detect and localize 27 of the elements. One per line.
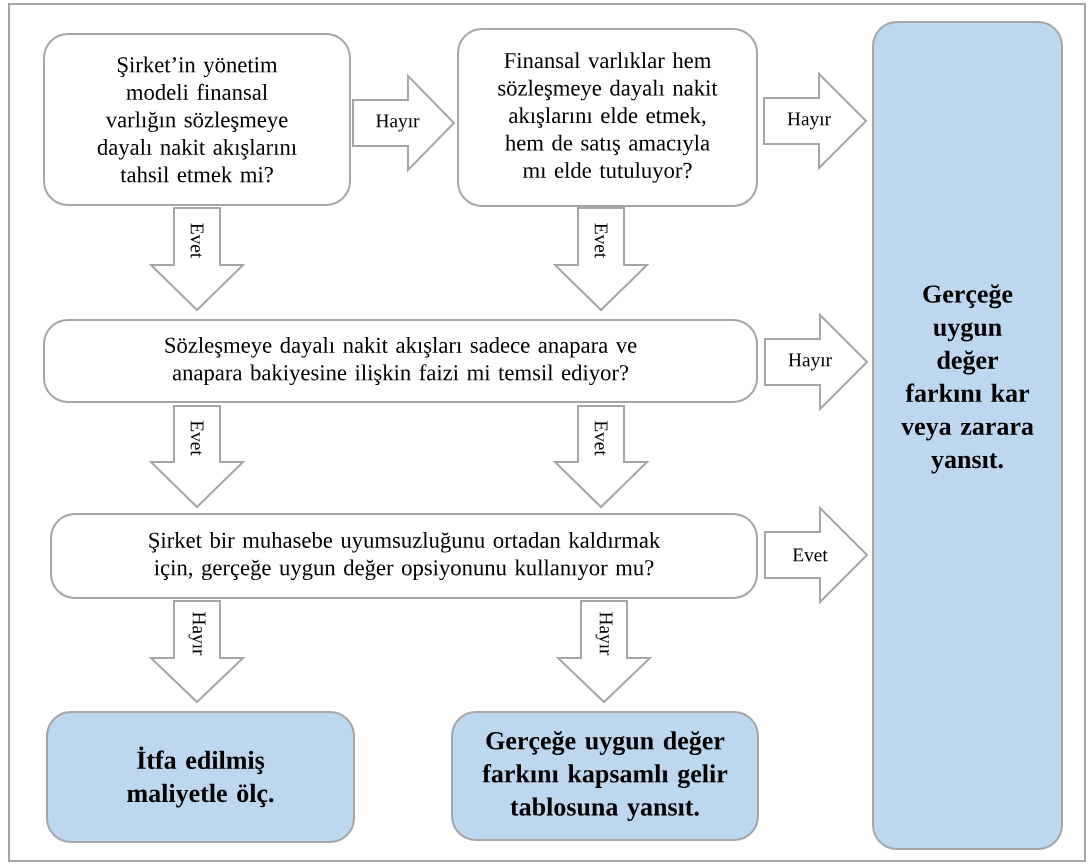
edge-label: Evet bbox=[190, 223, 204, 259]
edge-label: Evet bbox=[594, 420, 608, 456]
block-arrow bbox=[352, 73, 456, 173]
block-arrow bbox=[555, 600, 653, 704]
block-arrow bbox=[764, 505, 869, 605]
block-arrow bbox=[148, 600, 246, 704]
question-box: Finansal varlıklar hem sözleşmeye dayalı nakit akışlarını elde etmek, hem de satış amacıyla mı elde tutuluyor? bbox=[457, 28, 758, 207]
edge-label: Evet bbox=[594, 223, 608, 259]
block-arrow bbox=[148, 405, 246, 509]
block-arrow bbox=[148, 207, 246, 312]
question-box: Şirket’in yönetim modeli finansal varlığın sözleşmeye dayalı nakit akışlarını tahsil etmek mi? bbox=[43, 33, 351, 206]
edge-label: Hayır bbox=[788, 353, 832, 371]
block-arrow bbox=[763, 71, 868, 171]
block-arrow bbox=[764, 312, 869, 412]
edge-label: Hayır bbox=[376, 114, 420, 132]
result-box: Gerçeğe uygun değer farkını kapsamlı gelir tablosuna yansıt. bbox=[451, 711, 759, 841]
result-box: İtfa edilmiş maliyetle ölç. bbox=[46, 711, 355, 843]
question-box: Şirket bir muhasebe uyumsuzluğunu ortadan kaldırmak için, gerçeğe uygun değer opsiyonunu kullanıyor mu? bbox=[50, 513, 758, 599]
block-arrow bbox=[552, 207, 650, 312]
result-box: Gerçeğe uygun değer farkını kar veya zarara yansıt. bbox=[872, 21, 1063, 850]
edge-label: Hayır bbox=[188, 612, 206, 656]
edge-label: Hayır bbox=[595, 612, 613, 656]
block-arrow bbox=[552, 405, 650, 509]
edge-label: Evet bbox=[190, 420, 204, 456]
question-box: Sözleşmeye dayalı nakit akışları sadece anapara ve anapara bakiyesine ilişkin faizi mi temsil ediyor? bbox=[43, 319, 758, 403]
edge-label: Evet bbox=[792, 548, 828, 562]
edge-label: Hayır bbox=[787, 112, 831, 130]
